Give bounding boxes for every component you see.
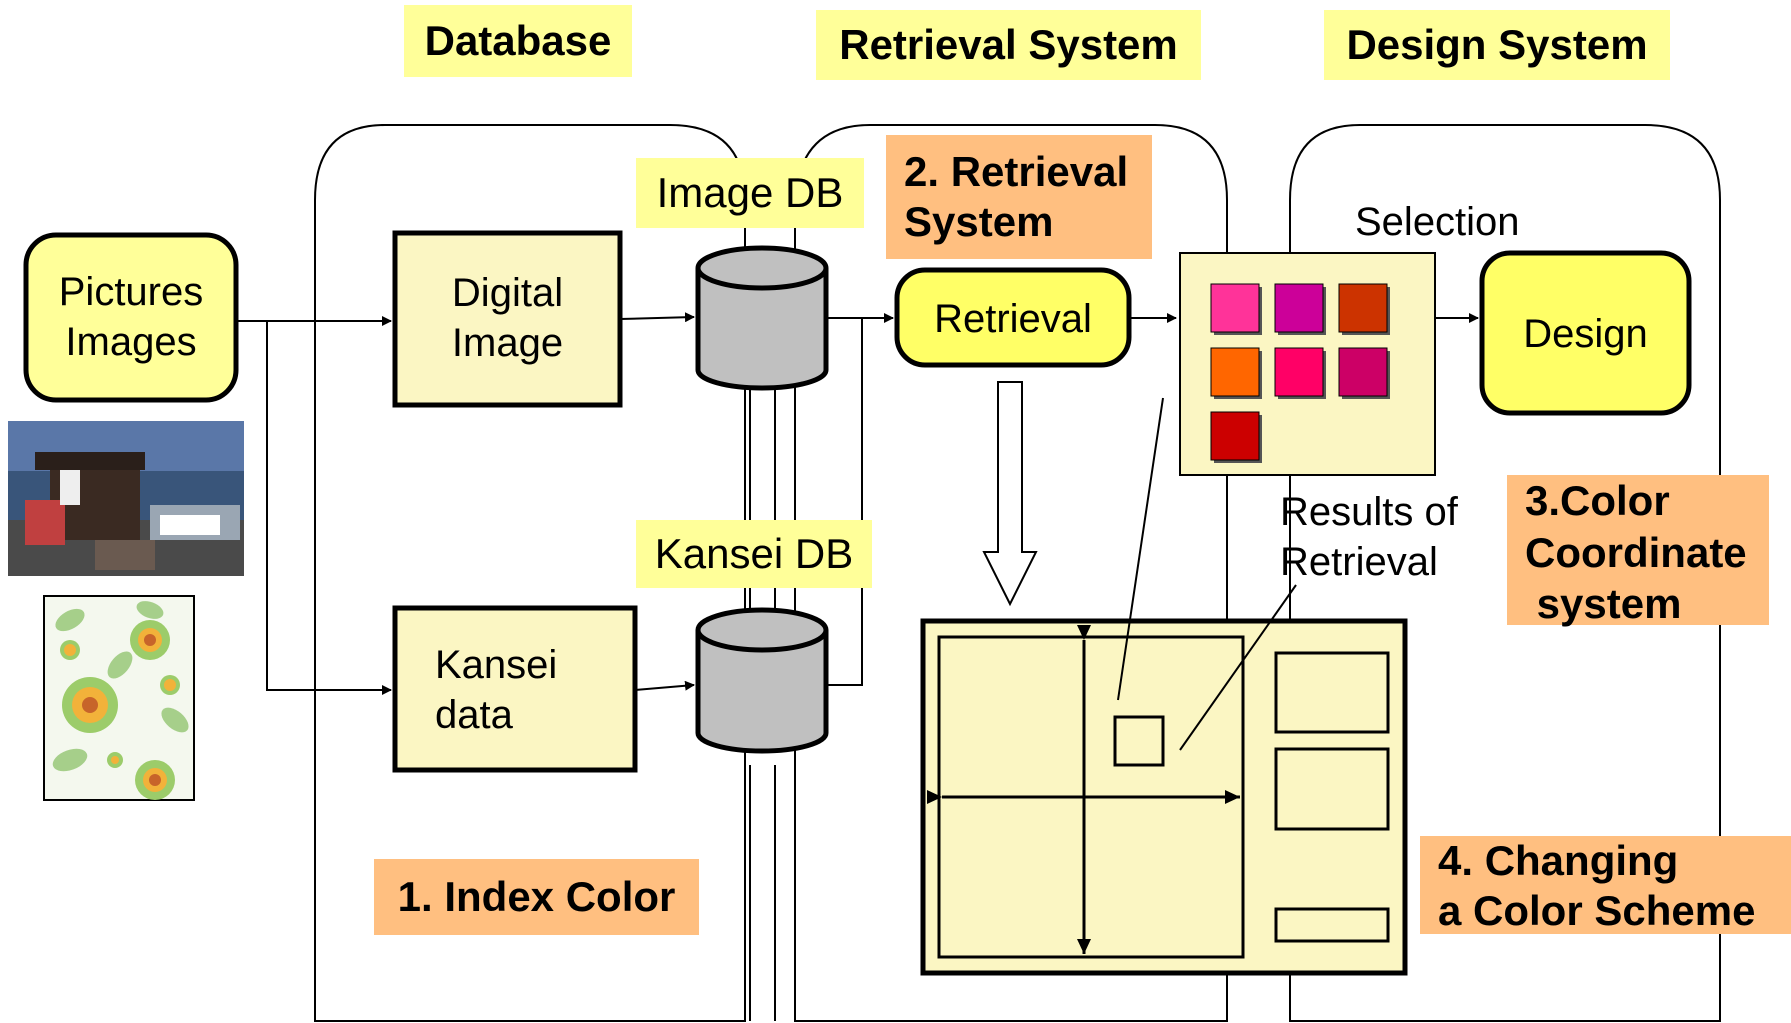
color-swatch	[1338, 283, 1390, 335]
step1-label: 1. Index Color	[374, 859, 699, 935]
retrieval-label: Retrieval	[934, 297, 1092, 341]
image-db-label: Image DB	[636, 158, 864, 228]
digital-image-node	[392, 230, 623, 408]
hollow-down-arrow	[982, 381, 1038, 607]
color-swatch	[1210, 347, 1262, 399]
step2-label: 2. Retrieval System	[886, 135, 1152, 259]
design-panel	[1289, 124, 1721, 1022]
sunflower-pattern-thumbnail	[43, 595, 195, 801]
color-swatch	[1210, 283, 1262, 335]
design-label: Design	[1523, 312, 1648, 356]
kansei-db-label: Kansei DB	[636, 520, 872, 588]
swatch-group	[1210, 283, 1390, 463]
database-panel	[314, 124, 746, 1022]
step4-label: 4. Changing a Color Scheme	[1420, 836, 1791, 934]
kansei-data-node	[392, 605, 638, 773]
kansei-data-label: Kansei data	[435, 643, 558, 737]
kansei-db-cylinder	[695, 607, 829, 754]
step3-label: 3.Color Coordinate system	[1507, 475, 1769, 627]
results-of-retrieval-label: Results of Retrieval	[1280, 490, 1458, 584]
color-swatch	[1274, 283, 1326, 335]
pictures-images-label: Pictures Images	[58, 270, 204, 364]
design-node	[1479, 250, 1692, 416]
street-photo-thumbnail	[8, 421, 244, 576]
header-database: Database	[404, 5, 632, 77]
header-design-system: Design System	[1324, 10, 1670, 80]
selection-label: Selection	[1355, 200, 1520, 244]
image-db-cylinder	[695, 245, 829, 391]
header-retrieval-system: Retrieval System	[816, 10, 1201, 80]
result-layout-panel	[920, 618, 1408, 976]
digital-image-label: Digital Image	[451, 271, 564, 365]
color-swatch	[1338, 347, 1390, 399]
retrieval-panel	[794, 124, 1228, 1022]
pictures-images-node	[23, 232, 239, 403]
step1-text: 1. Index Color	[397, 872, 676, 920]
color-swatch	[1274, 347, 1326, 399]
color-swatch	[1210, 411, 1262, 463]
